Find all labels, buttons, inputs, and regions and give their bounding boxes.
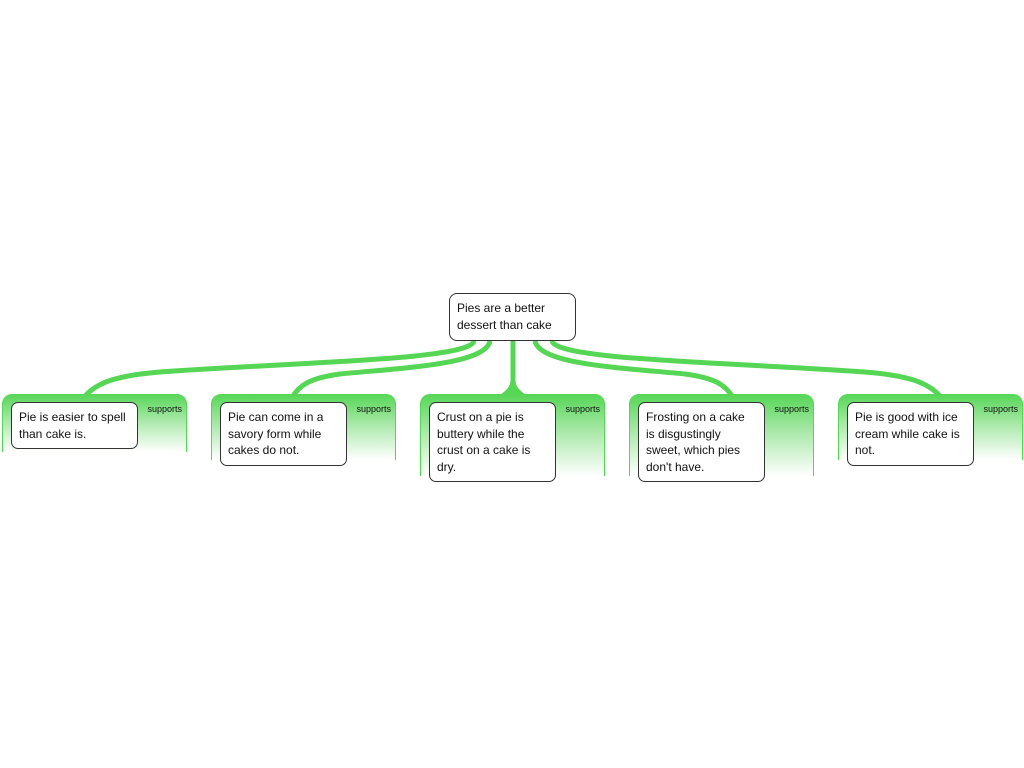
connector-2 (290, 340, 493, 398)
relation-label: supports (774, 404, 809, 414)
connector-3 (495, 341, 531, 399)
reason-panel-5: supports Pie is good with ice cream whil… (838, 394, 1023, 466)
relation-label: supports (565, 404, 600, 414)
reason-panel-4: supports Frosting on a cake is disgustin… (629, 394, 814, 482)
reason-panel-1: supports Pie is easier to spell than cak… (2, 394, 187, 452)
relation-label: supports (983, 404, 1018, 414)
relation-label: supports (147, 404, 182, 414)
reason-panel-3: supports Crust on a pie is buttery while… (420, 394, 605, 482)
reason-panel-2: supports Pie can come in a savory form w… (211, 394, 396, 466)
relation-label: supports (356, 404, 391, 414)
reason-box[interactable]: Pie is good with ice cream while cake is… (847, 402, 974, 466)
main-claim-box[interactable]: Pies are a better dessert than cake (449, 293, 576, 341)
reason-box[interactable]: Frosting on a cake is disgustingly sweet… (638, 402, 765, 482)
reason-box[interactable]: Pie can come in a savory form while cake… (220, 402, 347, 466)
connector-4 (532, 340, 735, 398)
reason-box[interactable]: Pie is easier to spell than cake is. (11, 402, 138, 449)
connector-1 (83, 339, 477, 398)
connector-5 (549, 339, 942, 398)
reason-box[interactable]: Crust on a pie is buttery while the crus… (429, 402, 556, 482)
